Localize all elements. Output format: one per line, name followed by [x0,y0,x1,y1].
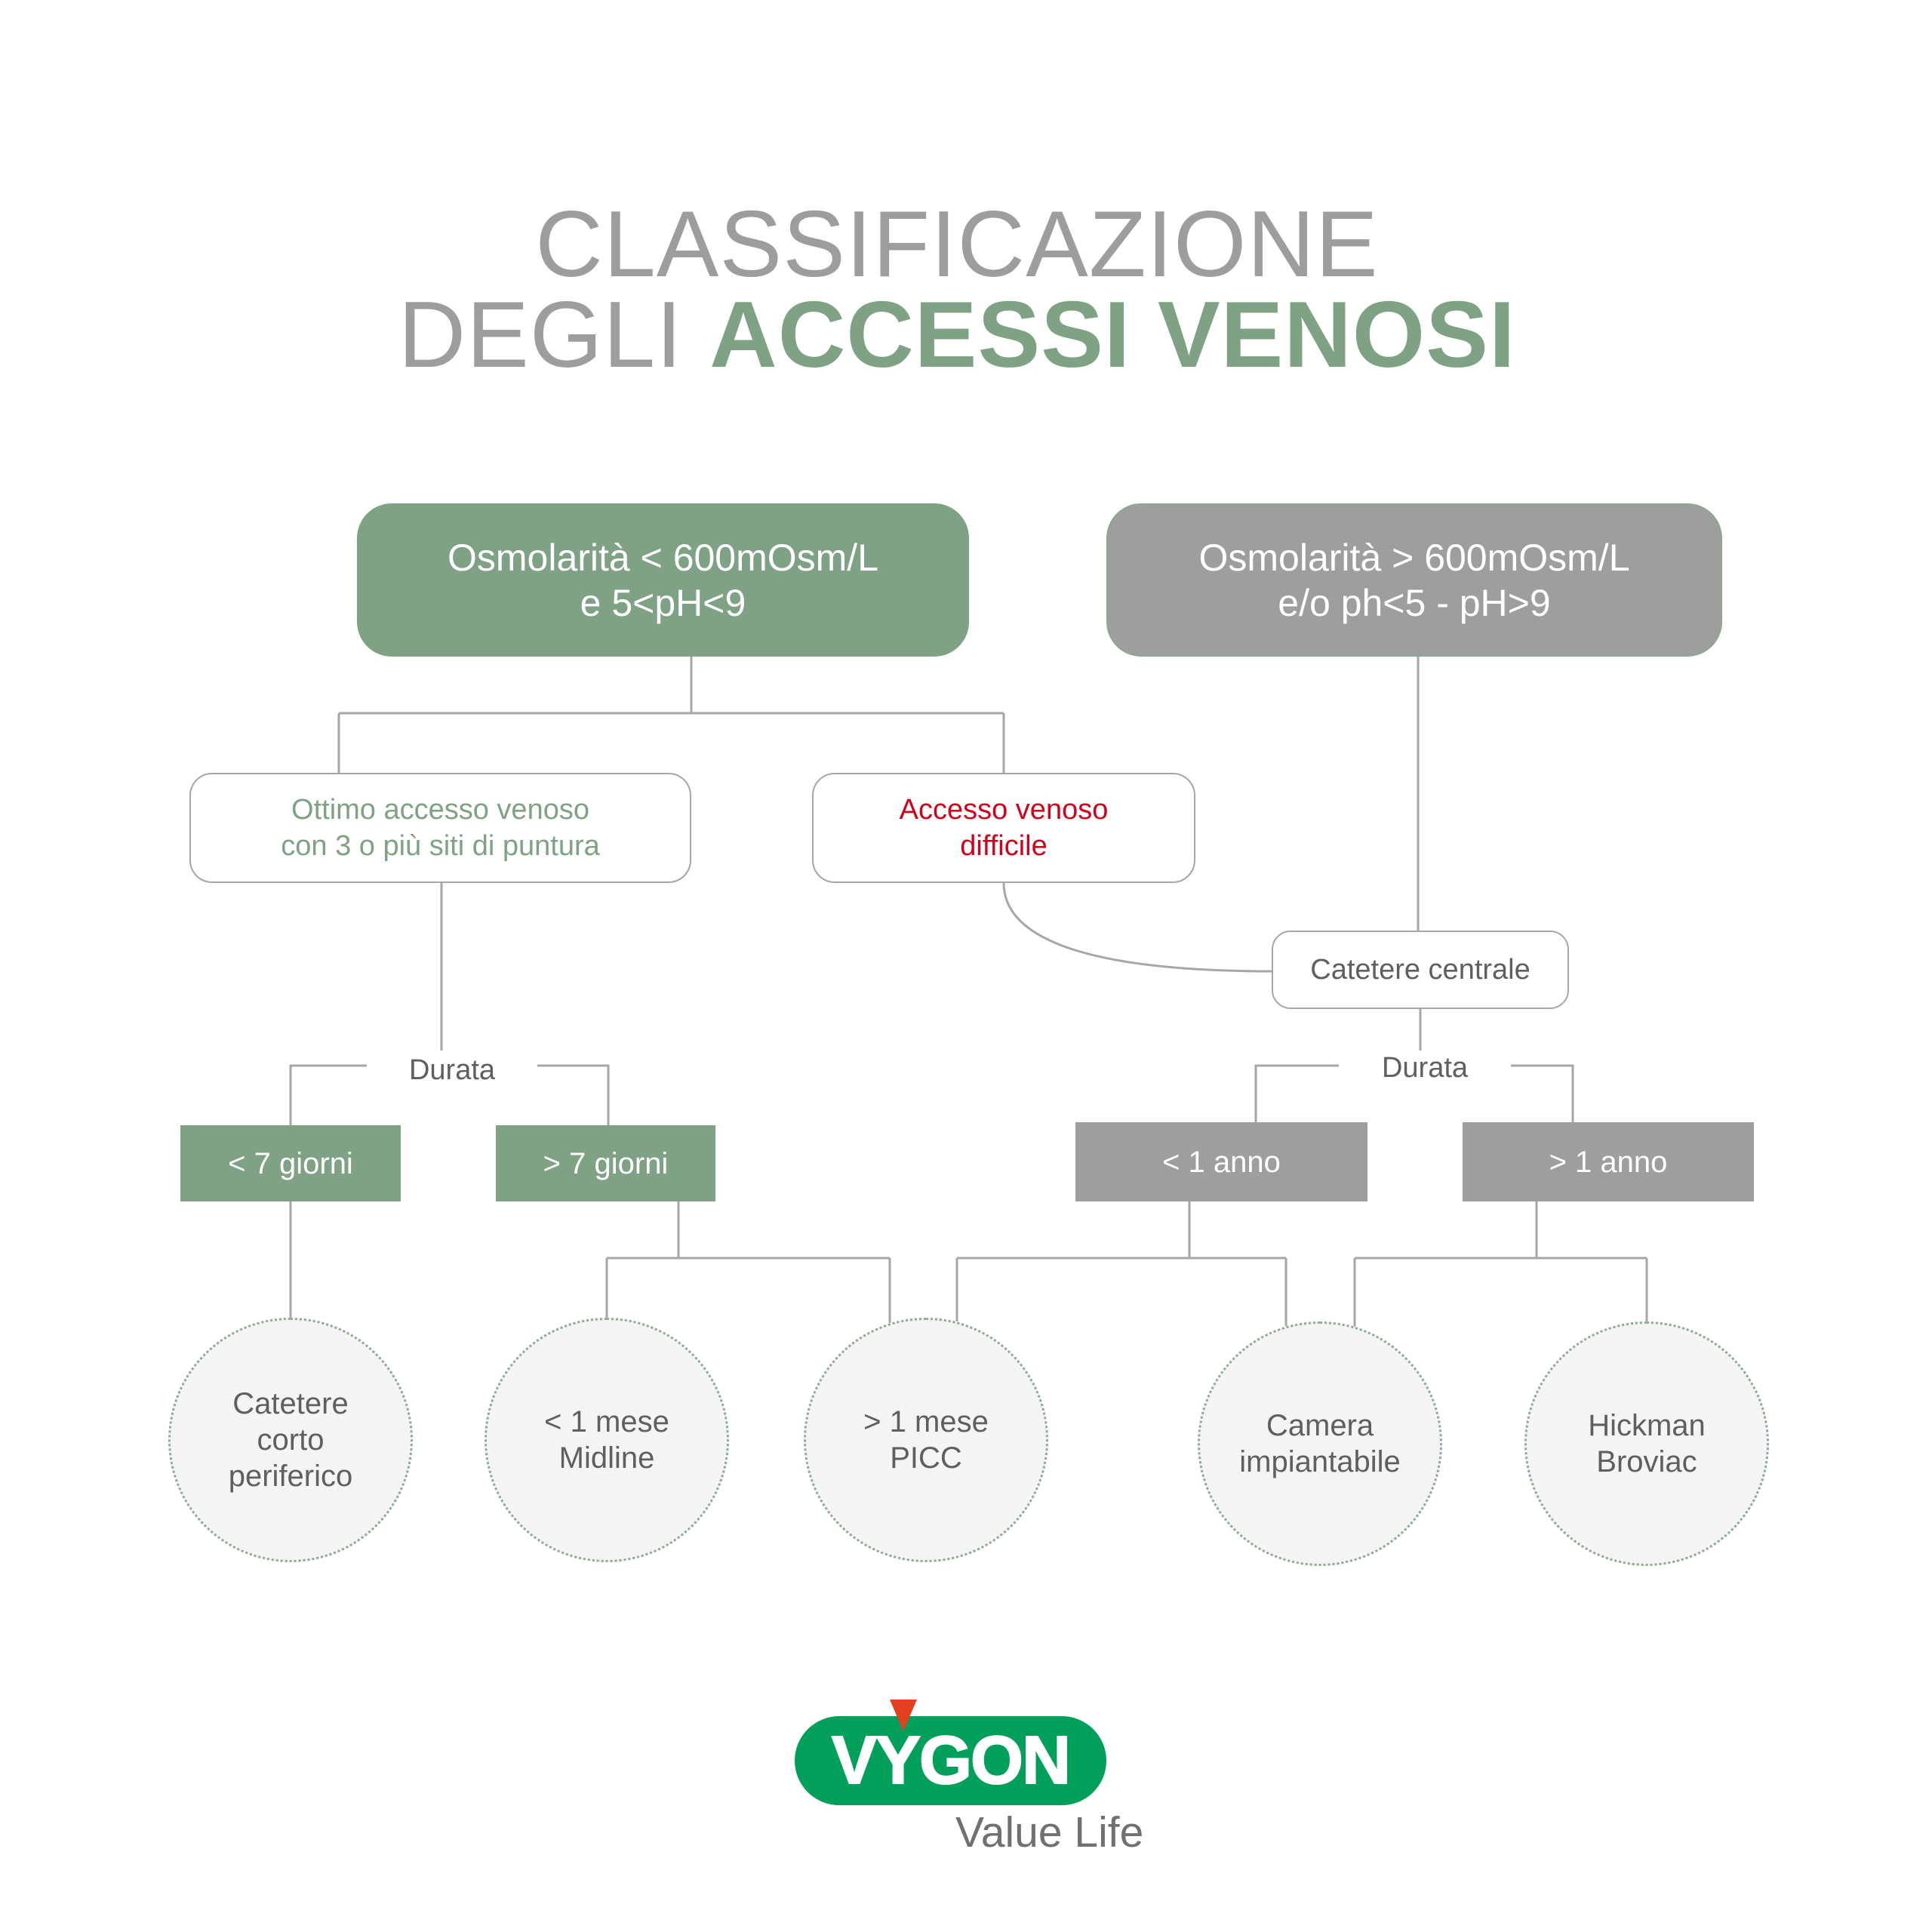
circle-hickman-line1: Hickman [1588,1409,1706,1442]
bracket-left-duration-left [289,1064,367,1125]
node-good-venous-access-line1: Ottimo accesso venoso [291,794,589,826]
circle-picc-line2: PICC [890,1441,962,1475]
red-triangle-icon [890,1700,917,1731]
node-low-osmolarity-line1: Osmolarità < 600mOsm/L [447,536,879,579]
node-high-osmolarity-line1: Osmolarità > 600mOsm/L [1198,536,1630,579]
node-difficult-venous-access-line1: Accesso venoso [899,794,1109,826]
circle-port-line1: Camera [1266,1409,1374,1442]
node-difficult-venous-access: Accesso venoso difficile [812,773,1195,883]
node-central-catheter-label: Catetere centrale [1310,954,1531,986]
circle-midline: < 1 mese Midline [485,1318,729,1562]
node-more-than-1-year-label: > 1 anno [1549,1145,1668,1179]
title-text-2-plain: DEGLI [398,283,710,387]
circle-short-peripheral-line2: corto [257,1423,325,1457]
bracket-right-duration-left [1254,1064,1339,1122]
circle-port-line2: impiantabile [1239,1445,1401,1478]
circle-short-peripheral-line1: Catetere [232,1387,349,1420]
vygon-tagline: Value Life [955,1808,1144,1857]
node-good-venous-access-line2: con 3 o più siti di puntura [281,830,600,862]
node-low-osmolarity: Osmolarità < 600mOsm/L e 5<pH<9 [357,503,969,657]
bracket-left-duration-right [537,1064,610,1125]
node-difficult-venous-access-line2: difficile [960,830,1048,862]
circle-short-peripheral-catheter: Catetere corto periferico [168,1318,413,1562]
circle-short-peripheral-line3: periferico [228,1460,353,1493]
bracket-right-duration-right [1511,1064,1574,1122]
circle-midline-line2: Midline [558,1441,655,1475]
node-less-than-1-year-label: < 1 anno [1162,1145,1281,1179]
node-less-than-1-year: < 1 anno [1075,1122,1367,1201]
node-more-than-1-year: > 1 anno [1463,1122,1754,1201]
circle-hickman-line2: Broviac [1596,1445,1697,1478]
node-less-than-7-days: < 7 giorni [180,1125,401,1201]
circle-implantable-port: Camera impiantabile [1198,1321,1442,1566]
node-less-than-7-days-label: < 7 giorni [228,1146,353,1180]
duration-label-right: Durata [1381,1052,1469,1084]
circle-picc-line1: > 1 mese [863,1405,989,1438]
node-high-osmolarity: Osmolarità > 600mOsm/L e/o ph<5 - pH>9 [1106,503,1722,657]
title-line-2: DEGLI ACCESSI VENOSI [0,288,1914,382]
circle-hickman-broviac: Hickman Broviac [1524,1321,1769,1566]
node-high-osmolarity-line2: e/o ph<5 - pH>9 [1278,581,1551,624]
node-low-osmolarity-line2: e 5<pH<9 [580,581,746,624]
vygon-logo-text: VYGON [831,1722,1072,1799]
vygon-logo: VYGON [795,1716,1106,1805]
title-line-1: CLASSIFICAZIONE [0,198,1914,291]
node-more-than-7-days: > 7 giorni [496,1125,715,1201]
duration-label-left: Durata [408,1054,496,1086]
node-central-catheter: Catetere centrale [1272,931,1569,1009]
connector-difficult-to-central-curve [1002,882,1272,973]
title-text-1: CLASSIFICAZIONE [535,192,1379,297]
title-text-2-accent: ACCESSI VENOSI [709,283,1516,387]
circle-midline-line1: < 1 mese [544,1405,669,1438]
node-more-than-7-days-label: > 7 giorni [543,1146,669,1180]
circle-picc: > 1 mese PICC [804,1318,1048,1562]
node-good-venous-access: Ottimo accesso venoso con 3 o più siti d… [189,773,691,883]
